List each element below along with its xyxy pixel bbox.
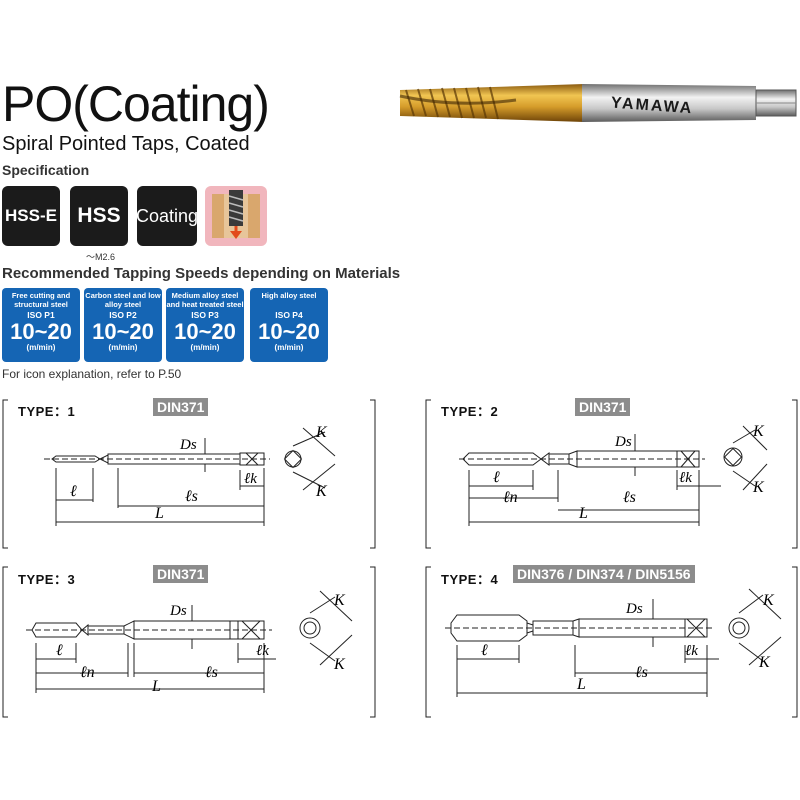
- dim-label-ls: ℓs: [185, 488, 198, 505]
- dim-label-ls: ℓs: [635, 664, 648, 681]
- iso-label: ISO P3: [191, 310, 219, 320]
- dim-label-k-bottom: K: [752, 479, 765, 496]
- dim-label-ls: ℓs: [205, 664, 218, 681]
- iso-label: ISO P4: [275, 310, 303, 320]
- hss-size-note: ～M2.6: [86, 252, 116, 262]
- dim-label-ds: Ds: [169, 603, 187, 619]
- tap-product-image: YAMAWA: [399, 84, 797, 122]
- din-standard-tag: DIN371: [153, 565, 209, 583]
- material-label: High alloy steel: [261, 291, 317, 300]
- dim-label-L: L: [576, 676, 586, 693]
- speed-box-p1: Free cutting and structural steel ISO P1…: [2, 288, 80, 362]
- dim-label-l: ℓ: [481, 642, 488, 659]
- dim-label-L: L: [154, 505, 164, 522]
- dim-label-lk: ℓk: [256, 643, 269, 659]
- diagram-type-3: TYPE：3 DIN371 Ds ℓ ℓn ℓs: [0, 565, 378, 719]
- dim-label-k-bottom: K: [333, 656, 346, 673]
- dim-label-l: ℓ: [70, 483, 77, 500]
- tap-brand-text: YAMAWA: [610, 95, 694, 118]
- material-label: Carbon steel and low alloy steel: [85, 291, 161, 309]
- icon-explanation-note: For icon explanation, refer to P.50: [2, 367, 182, 381]
- dim-label-ds: Ds: [179, 437, 197, 453]
- speed-box-p3: Medium alloy steel and heat treated stee…: [166, 288, 244, 362]
- dim-label-l: ℓ: [493, 469, 500, 486]
- dim-label-k-top: K: [315, 424, 328, 441]
- dim-label-ds: Ds: [614, 434, 632, 450]
- dim-label-ln: ℓn: [503, 489, 518, 506]
- speed-value: 10~20: [258, 319, 320, 344]
- dim-label-k-top: K: [752, 423, 765, 440]
- dim-label-k-bottom: K: [758, 654, 771, 671]
- badge-hss-e-label: HSS-E: [5, 206, 57, 225]
- spiral-point-chip-icon: [205, 186, 267, 246]
- tap-dimension-drawing: Ds ℓ ℓn ℓs ℓk L K K: [2, 566, 376, 718]
- badge-hss: HSS: [70, 186, 128, 246]
- type-label: TYPE：2: [441, 404, 499, 419]
- material-label: Free cutting and structural steel: [11, 291, 71, 309]
- badge-coating-label: Coating: [135, 205, 199, 226]
- diagram-type-1: TYPE：1 DIN371 Ds ℓ ℓs ℓk L K K: [0, 398, 378, 550]
- dim-label-l: ℓ: [56, 642, 63, 659]
- dim-label-ln: ℓn: [80, 664, 95, 681]
- badge-coating: Coating: [135, 186, 199, 246]
- type-label: TYPE：3: [18, 572, 76, 587]
- din-standard-tag: DIN371: [575, 398, 631, 416]
- specification-label: Specification: [2, 162, 90, 178]
- tap-dimension-drawing: Ds ℓ ℓs ℓk L K K: [2, 399, 376, 549]
- tap-dimension-drawing: Ds ℓ ℓn ℓs ℓk L K K: [425, 399, 798, 549]
- speed-unit: (m/min): [190, 343, 220, 352]
- iso-label: ISO P2: [109, 310, 137, 320]
- iso-label: ISO P1: [27, 310, 55, 320]
- recommended-speeds-label: Recommended Tapping Speeds depending on …: [2, 265, 401, 282]
- dim-label-lk: ℓk: [685, 643, 698, 659]
- dim-label-k-top: K: [333, 592, 346, 609]
- speed-unit: (m/min): [108, 343, 138, 352]
- page-title: PO(Coating): [2, 76, 270, 132]
- speed-value: 10~20: [10, 319, 72, 344]
- badge-hss-e: HSS-E: [2, 186, 60, 246]
- page-subtitle: Spiral Pointed Taps, Coated: [2, 133, 250, 155]
- dim-label-L: L: [151, 678, 161, 695]
- material-label: Medium alloy steel and heat treated stee…: [166, 291, 244, 309]
- dim-label-ds: Ds: [625, 601, 643, 617]
- din-standard-tag: DIN371: [153, 398, 209, 416]
- type-label: TYPE：1: [18, 404, 76, 419]
- speed-unit: (m/min): [274, 343, 304, 352]
- speed-value: 10~20: [92, 319, 154, 344]
- speed-box-p2: Carbon steel and low alloy steel ISO P2 …: [84, 288, 162, 362]
- dim-label-ls: ℓs: [623, 489, 636, 506]
- type-label: TYPE：4: [441, 572, 499, 587]
- dim-label-lk: ℓk: [679, 470, 692, 486]
- speed-box-p4: High alloy steel ISO P4 10~20 (m/min): [250, 288, 328, 362]
- dim-label-L: L: [578, 505, 588, 522]
- diagram-type-2: TYPE：2 DIN371 Ds ℓ ℓn ℓs ℓk: [423, 398, 800, 550]
- dim-label-lk: ℓk: [244, 471, 257, 487]
- tap-dimension-drawing: Ds ℓ ℓs ℓk L K K: [425, 566, 798, 718]
- badge-hss-label: HSS: [77, 204, 121, 227]
- din-standard-tag: DIN376 / DIN374 / DIN5156: [513, 565, 695, 583]
- speed-value: 10~20: [174, 319, 236, 344]
- dim-label-k-bottom: K: [315, 483, 328, 500]
- speed-unit: (m/min): [26, 343, 56, 352]
- diagram-type-4: TYPE：4 DIN376 / DIN374 / DIN5156 Ds ℓ ℓs…: [423, 565, 800, 719]
- dim-label-k-top: K: [762, 592, 775, 609]
